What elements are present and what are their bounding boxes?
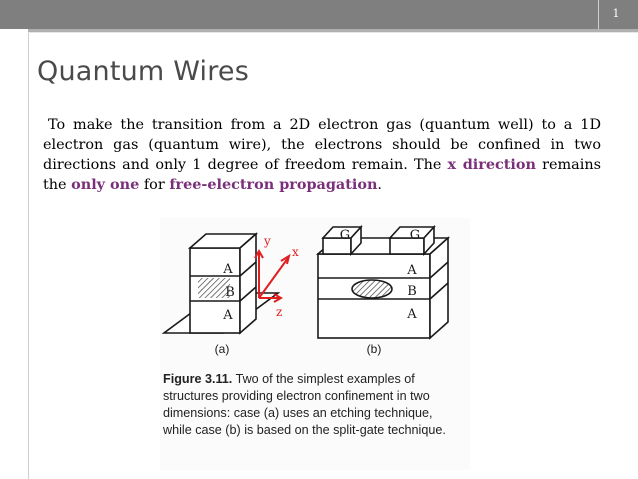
header-divider — [28, 32, 638, 33]
axis-label-x: x — [292, 245, 299, 259]
axis-label-z: z — [276, 305, 282, 319]
figure-drawing: A B A y x z — [161, 224, 451, 356]
label-b-b: B — [407, 284, 417, 299]
case-b-label: (b) — [367, 342, 382, 356]
label-g2: G — [410, 228, 420, 243]
label-b-a-bottom: A — [406, 307, 417, 322]
paragraph-text-1: To make the transition from a 2D electro… — [43, 117, 601, 173]
paragraph-text-3: for — [139, 177, 170, 193]
caption-lead: Figure 3.11. — [163, 372, 233, 386]
axis-label-y: y — [263, 234, 271, 248]
body-paragraph: To make the transition from a 2D electro… — [43, 115, 601, 195]
label-b: B — [225, 285, 235, 300]
label-g1: G — [340, 228, 350, 243]
header-bar — [0, 0, 638, 29]
case-a-label: (a) — [215, 342, 230, 356]
structure-a — [161, 232, 281, 335]
figure-caption: Figure 3.11. Two of the simplest example… — [163, 371, 463, 439]
highlight-x-direction: x direction — [447, 156, 536, 173]
slide-number: 1 — [612, 7, 620, 20]
structure-b — [315, 224, 451, 340]
label-a-bottom: A — [222, 308, 233, 323]
paragraph-text-4: . — [377, 177, 382, 193]
figure-3-11: A B A y x z — [160, 218, 470, 470]
caption-text: Two of the simplest examples of structur… — [163, 372, 446, 437]
label-a-top: A — [222, 262, 233, 277]
label-b-a-top: A — [406, 263, 417, 278]
highlight-free-electron: free-electron propagation — [169, 176, 378, 193]
slide-number-box — [598, 0, 638, 29]
slide-title: Quantum Wires — [37, 56, 249, 87]
paragraph-text-2: remains the — [43, 157, 601, 193]
header-accent-line — [28, 29, 638, 32]
axis-arrows — [254, 248, 291, 303]
highlight-only-one: only one — [71, 176, 140, 193]
left-frame — [0, 0, 29, 479]
